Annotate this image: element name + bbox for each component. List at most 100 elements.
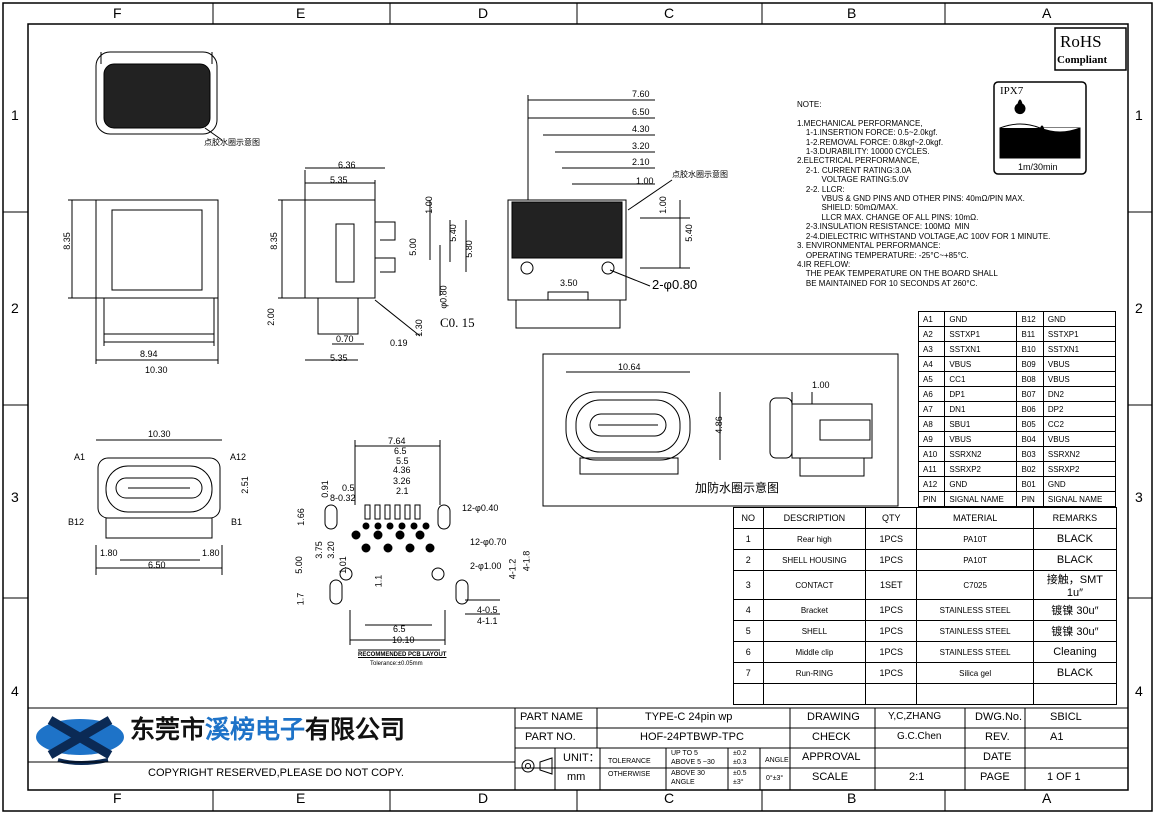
view-pcb-layout	[324, 440, 500, 651]
pin-cell: SBU1	[944, 416, 1018, 432]
company-logo-icon	[36, 716, 124, 765]
pin-cell: DN1	[944, 401, 1018, 417]
bom-empty-cell	[1032, 683, 1118, 705]
dim-100-rear: 1.00	[636, 176, 654, 186]
dim-pcb-326: 3.26	[393, 476, 411, 486]
bom-cell: 镀镍 30u″	[1032, 620, 1118, 642]
dim-side-130: 1.30	[413, 319, 424, 337]
pin-cell: VBUS	[1042, 431, 1117, 447]
pin-cell: B03	[1016, 446, 1044, 462]
pin-cell: A1	[917, 311, 946, 327]
pin-cell: VBUS	[944, 431, 1018, 447]
dim-holes-rear: 2-φ0.80	[652, 277, 698, 292]
part-no-value: HOF-24PTBWP-TPC	[640, 731, 744, 743]
dim-320: 3.20	[632, 141, 650, 151]
dim-pcb-832: 8-0.32	[330, 493, 356, 503]
pin-cell: DN2	[1042, 386, 1117, 402]
pin-cell: SSRXP2	[1042, 461, 1117, 477]
bom-cell: 4	[733, 599, 764, 621]
pin-cell: SSRXN2	[944, 446, 1018, 462]
pin-cell: B12	[1016, 311, 1044, 327]
page-label: PAGE	[980, 771, 1010, 783]
bom-cell: SHELL HOUSING	[762, 549, 867, 571]
tol-angle-value: ±3°	[733, 779, 744, 786]
page-value: 1 OF 1	[1047, 771, 1081, 783]
dim-650: 6.50	[632, 107, 650, 117]
bom-header-cell: MATERIAL	[916, 507, 1034, 529]
dim-pcb-41-8: 4-1.8	[521, 550, 532, 572]
zone-letter-a-bottom: A	[1042, 790, 1052, 806]
zone-letter-a: A	[1042, 5, 1052, 21]
bom-header-cell: QTY	[865, 507, 918, 529]
dim-430: 4.30	[632, 124, 650, 134]
dim-pcb-101: 1.01	[337, 556, 348, 574]
pin-cell: B08	[1016, 371, 1044, 387]
company-name-part-3: 有限公司	[305, 716, 406, 744]
notes-block: NOTE: 1.MECHANICAL PERFORMANCE, 1-1.INSE…	[797, 100, 1051, 288]
dim-pcb-05: 0.5	[342, 483, 355, 493]
bom-cell: 3	[733, 570, 764, 600]
dim-100v-rear: 1.00	[657, 196, 668, 214]
dim-894: 8.94	[140, 349, 158, 359]
pin-footer-cell: PIN	[1016, 491, 1044, 507]
zone-number-1: 1	[11, 107, 19, 123]
dim-pcb-1010: 10.10	[392, 635, 415, 645]
pin-footer-cell: PIN	[917, 491, 946, 507]
dim-pcb-41-2: 4-1.2	[507, 558, 518, 580]
zone-letter-b: B	[847, 5, 857, 21]
pin-cell: B05	[1016, 416, 1044, 432]
view-rear	[507, 95, 690, 329]
bom-empty-cell	[733, 683, 764, 705]
zone-letter-d-bottom: D	[478, 790, 489, 806]
dim-side-100: 1.00	[423, 196, 434, 214]
dim-side-500: 5.00	[407, 238, 418, 256]
dim-pcb-091: 0.91	[319, 480, 330, 498]
pin-cell: A6	[917, 386, 946, 402]
dim-side-540: 5.40	[447, 224, 458, 242]
bom-header-cell: REMARKS	[1032, 507, 1118, 529]
pin-cell: GND	[1042, 476, 1117, 492]
bom-cell: C7025	[916, 570, 1034, 600]
zone-number-4-right: 4	[1135, 683, 1143, 699]
approval-label: APPROVAL	[802, 751, 861, 763]
dim-835-side: 8.35	[268, 232, 279, 250]
bom-header-cell: NO	[733, 507, 764, 529]
pin-cell: A12	[917, 476, 946, 492]
bom-cell: 7	[733, 662, 764, 684]
pin-cell: A5	[917, 371, 946, 387]
zone-letter-e-bottom: E	[296, 790, 306, 806]
bom-cell: 1PCS	[865, 641, 918, 663]
zone-letter-d: D	[478, 5, 489, 21]
angle-label: ANGLE	[765, 757, 789, 764]
bom-cell: BLACK	[1032, 662, 1118, 684]
unit-value: mm	[567, 771, 586, 783]
bom-cell: PA10T	[916, 549, 1034, 571]
pcb-layout-tolerance: Tolerance:±0.05mm	[370, 661, 423, 667]
pin-cell: SSTXP1	[944, 326, 1018, 342]
pin-cell: SSRXP2	[944, 461, 1018, 477]
dim-pcb-500: 5.00	[293, 556, 304, 574]
pcb-layout-title: RECOMMENDED PCB LAYOUT	[358, 652, 447, 658]
bom-empty-row	[733, 683, 1118, 705]
bom-cell: Cleaning	[1032, 641, 1118, 663]
pin-cell: B04	[1016, 431, 1044, 447]
pin-cell: A11	[917, 461, 946, 477]
angle-value: 0°±3°	[766, 775, 784, 782]
dim-face-1030: 10.30	[148, 429, 171, 439]
bom-cell: 镀镍 30u″	[1032, 599, 1118, 621]
pin-cell: VBUS	[1042, 356, 1117, 372]
bom-cell: 1PCS	[865, 528, 918, 550]
zone-letter-b-bottom: B	[847, 790, 857, 806]
view-side	[278, 167, 467, 361]
bom-cell: STAINLESS STEEL	[916, 620, 1034, 642]
pin-cell: B11	[1016, 326, 1044, 342]
tol-range-1: UP TO 5	[671, 750, 698, 757]
